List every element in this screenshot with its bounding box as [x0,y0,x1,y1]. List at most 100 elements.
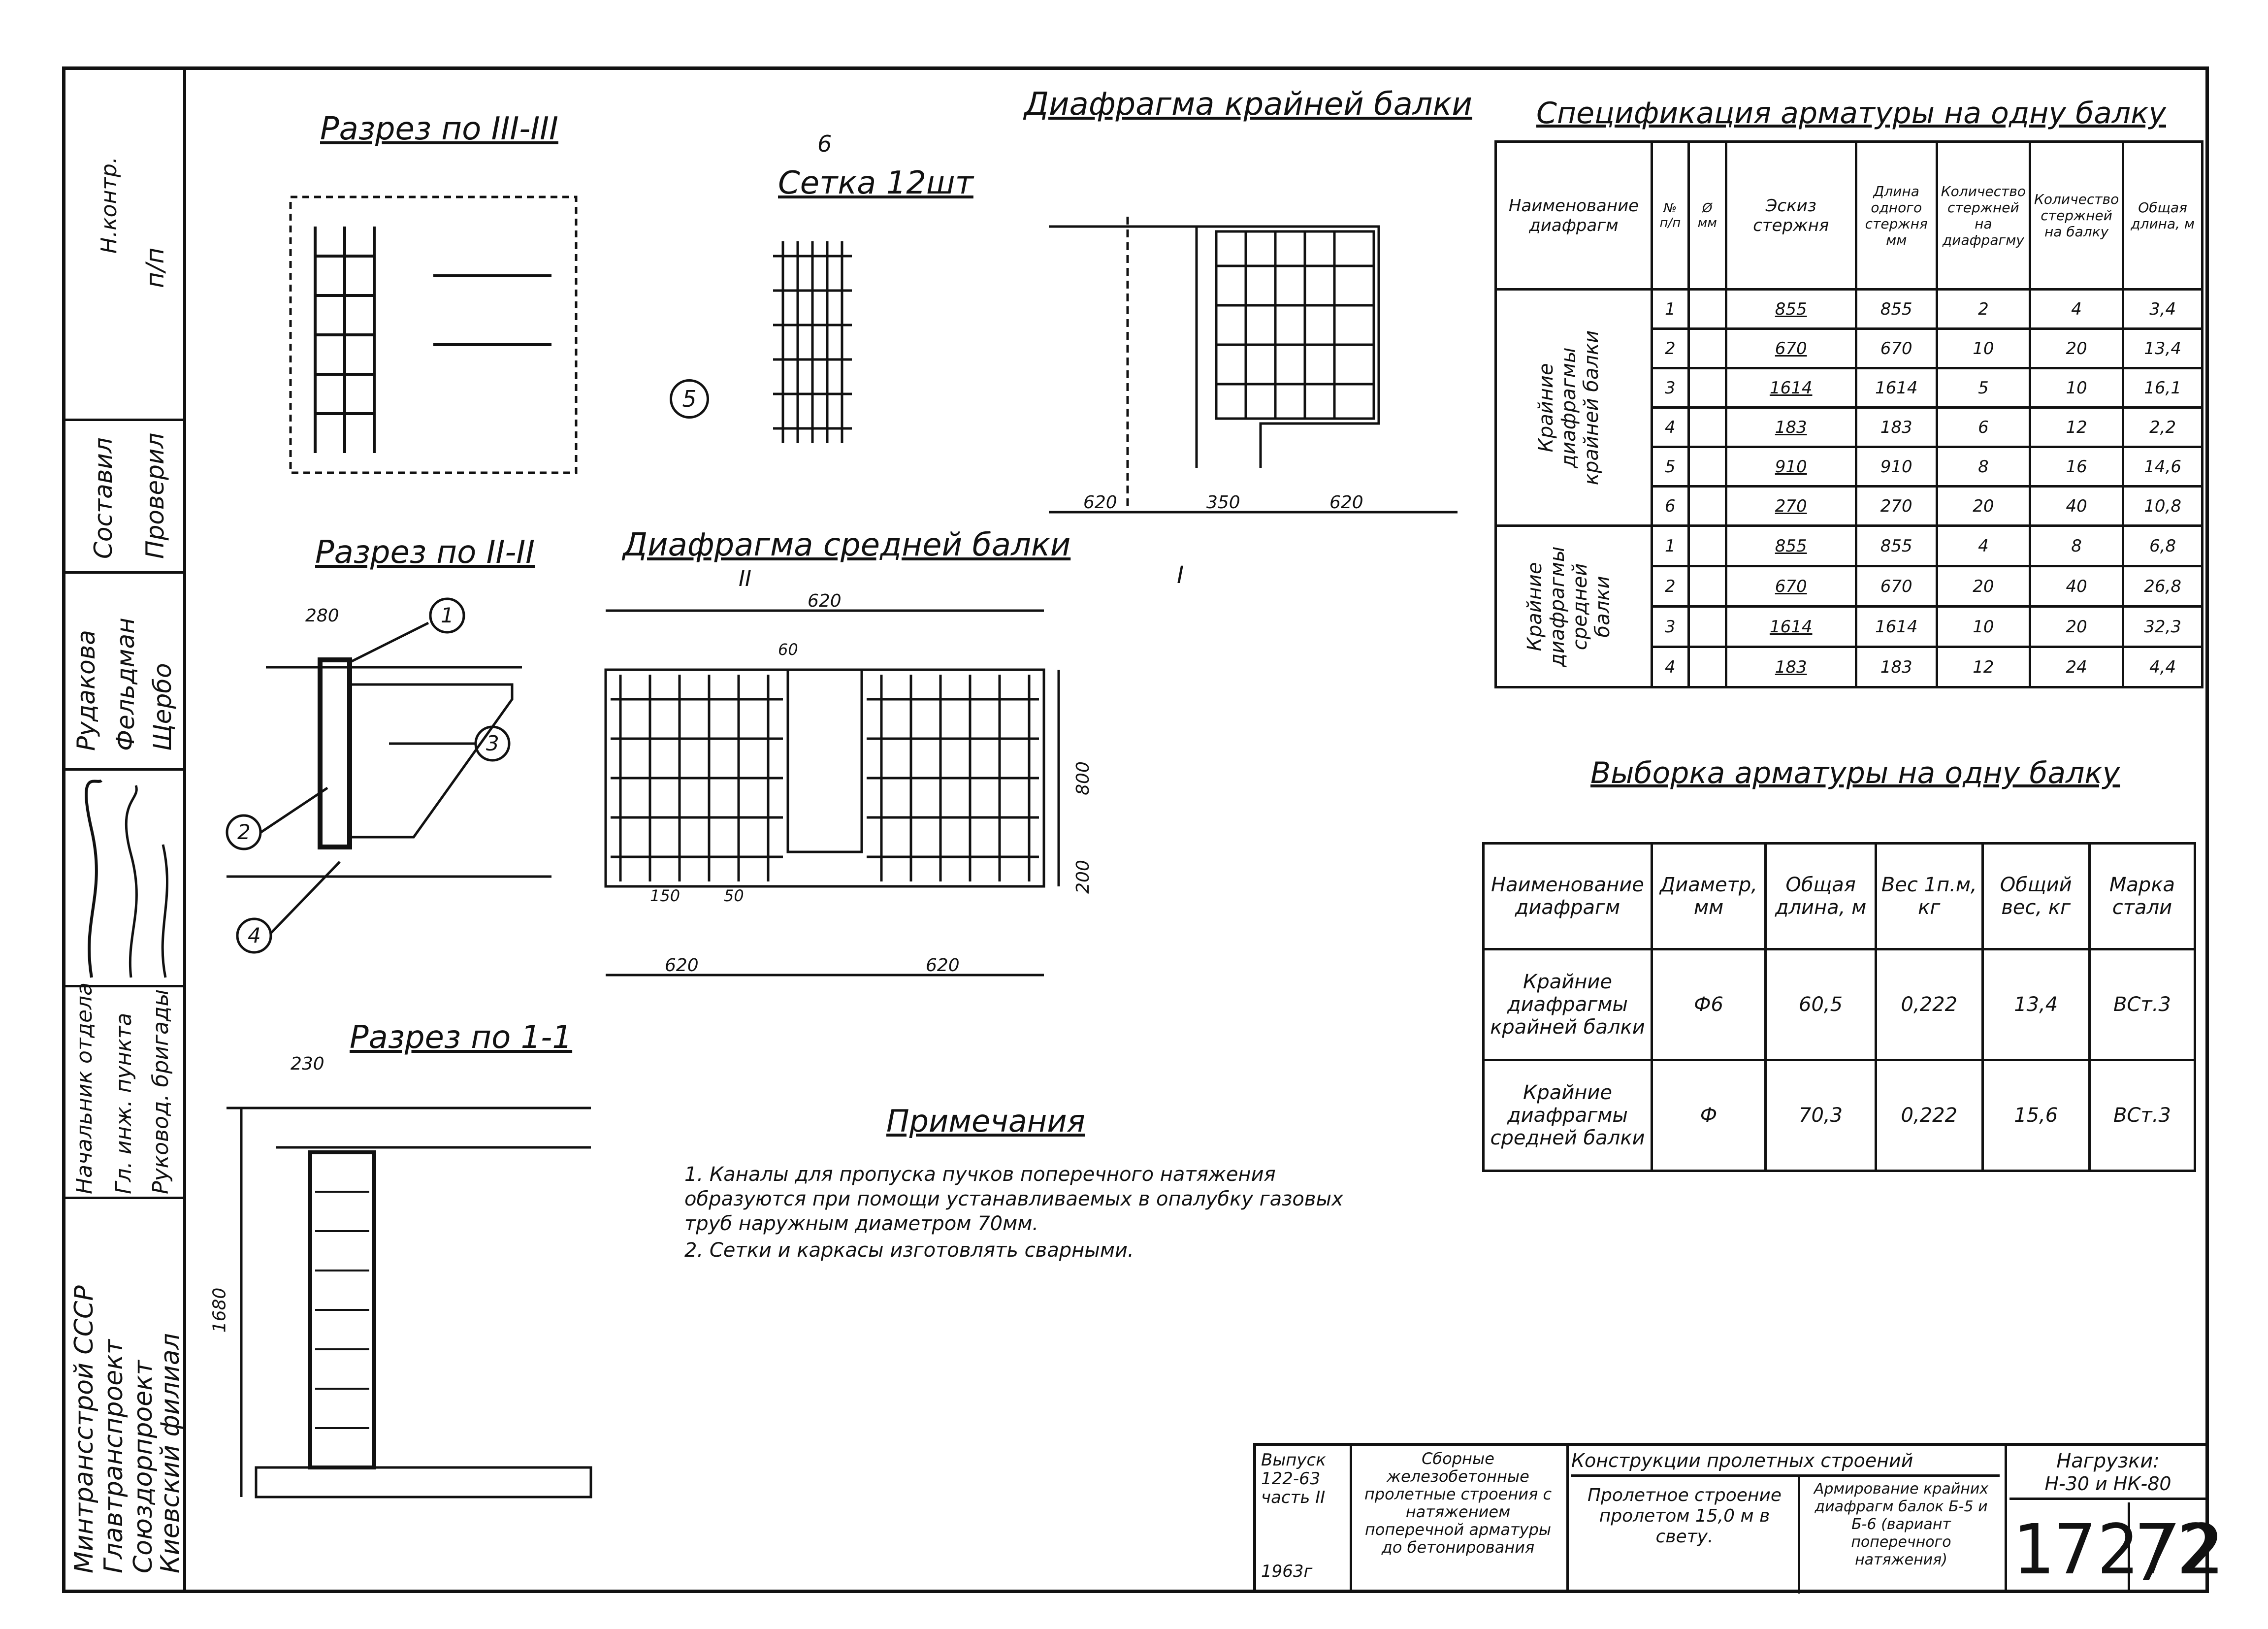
dim-620-e: 620 [926,955,960,976]
spec-cell [1687,485,1727,527]
spec-cell [1687,524,1727,567]
spec-cell: 2 [1935,288,2032,330]
dim-620-a: 620 [1083,492,1117,513]
stamp-code: 172/2 [2012,1510,2225,1590]
spec-cell: 910 [1854,446,1938,488]
spec-cell: 6,8 [2122,524,2203,567]
spec-cell: 910 [1724,446,1857,488]
dim-620-b: 620 [1329,492,1363,513]
title-diaphragm-outer: Диафрагма крайней балки [1024,86,1472,123]
title-spec: Спецификация арматуры на одну балку [1536,96,2166,130]
dim-350-a: 350 [1206,492,1240,513]
spec-cell [1687,565,1727,608]
spec-cell: 1 [1651,288,1690,330]
sel-header-dia: Диаметр, мм [1650,842,1767,950]
spec-cell: 855 [1854,288,1938,330]
sel-cell: ВСт.3 [2088,1059,2197,1172]
signature-cell-signs [62,771,183,987]
spec-cell: 6 [1935,406,2032,448]
spec-header-length: Длина одного стержня мм [1854,140,1938,291]
dim-60: 60 [778,640,798,659]
spec-cell [1687,288,1727,330]
stamp-divider [1798,1475,1800,1594]
stamp-desc2-head: Конструкции пролетных строений [1571,1450,2000,1477]
spec-cell: 20 [1935,565,2032,608]
spec-cell: 26,8 [2122,565,2203,608]
spec-cell: 10 [2028,367,2125,409]
spec-cell: 16,1 [2122,367,2203,409]
note-1: 1. Каналы для пропуска пучков поперечног… [684,1163,1343,1235]
spec-header-name: Наименование диафрагм [1494,140,1653,291]
signature-cell-names: Рудакова Фельдман Щербо [62,574,183,771]
title-notes: Примечания [886,1103,1085,1139]
stamp-desc3: Армирование крайних диафрагм балок Б-5 и… [1814,1480,1989,1568]
spec-cell [1687,646,1727,688]
mesh-marker: 6 [817,130,832,157]
sel-cell: Крайние диафрагмы средней балки [1482,1059,1653,1172]
title-section-1: Разрез по 1-1 [350,1019,573,1056]
stamp-divider [1350,1446,1352,1590]
spec-cell: 40 [2028,485,2125,527]
sel-cell: Ф [1650,1059,1767,1172]
sel-header-length: Общая длина, м [1764,842,1878,950]
sel-cell: Крайние диафрагмы крайней балки [1482,948,1653,1061]
spec-cell: 855 [1854,524,1938,567]
spec-header-dia: Ø мм [1687,140,1727,291]
spec-cell [1687,327,1727,369]
sel-cell: 70,3 [1764,1059,1878,1172]
spec-cell: 12 [1935,646,2032,688]
notes-block: 1. Каналы для пропуска пучков поперечног… [684,1162,1374,1263]
roles-cell: Начальник отдела Гл. инж. пункта Руковод… [62,982,183,1199]
title-mesh: Сетка 12шт [778,165,973,201]
spec-cell: 270 [1724,485,1857,527]
spec-header-qty-d: Количество стержней на диафрагму [1935,140,2032,291]
sel-cell: 60,5 [1764,948,1878,1061]
spec-header-no: № п/п [1651,140,1690,291]
spec-cell: 8 [1935,446,2032,488]
dim-150: 150 [650,886,680,905]
spec-cell: 4 [1651,646,1690,688]
signature-cell-top: Н.контр. п/п [62,66,183,421]
spec-cell: 183 [1724,646,1857,688]
spec-cell: 1614 [1724,605,1857,648]
stamp-loads-head: Нагрузки: [2056,1450,2160,1472]
sel-header-total: Общий вес, кг [1981,842,2091,950]
spec-cell: 3 [1651,605,1690,648]
dim-1680: 1680 [209,1287,230,1333]
spec-cell: 670 [1854,327,1938,369]
spec-cell: 24 [2028,646,2125,688]
spec-cell: 1614 [1724,367,1857,409]
spec-header-qty-b: Количество стержней на балку [2028,140,2125,291]
sel-cell: 0,222 [1875,1059,1984,1172]
dim-200: 200 [1072,860,1093,894]
title-diaphragm-middle: Диафрагма средней балки [623,527,1071,563]
callout-4: 4 [248,923,261,947]
spec-cell: 183 [1854,646,1938,688]
spec-cell: 5 [1935,367,2032,409]
sel-header-weight: Вес 1п.м, кг [1875,842,1984,950]
spec-header-sketch: Эскиз стержня [1724,140,1857,291]
spec-cell: 1 [1651,524,1690,567]
sel-cell: Ф6 [1650,948,1767,1061]
spec-cell: 3 [1651,367,1690,409]
dim-50: 50 [724,886,744,905]
sel-cell: 15,6 [1981,1059,2091,1172]
spec-cell: 4 [1651,406,1690,448]
sel-header-name: Наименование диафрагм [1482,842,1653,950]
note-2: 2. Сетки и каркасы изготовлять сварными. [684,1239,1134,1262]
stamp-divider [2128,1502,2130,1591]
spec-cell [1687,446,1727,488]
sel-cell: 13,4 [1981,948,2091,1061]
sel-cell: 0,222 [1875,948,1984,1061]
spec-cell: 1614 [1854,605,1938,648]
spec-cell: 32,3 [2122,605,2203,648]
spec-group2: Крайние диафрагмы средней балки [1494,524,1653,688]
spec-cell: 20 [2028,327,2125,369]
spec-cell: 2 [1651,327,1690,369]
spec-cell: 2,2 [2122,406,2203,448]
title-section-3: Разрез по III-III [320,111,558,147]
spec-cell: 855 [1724,524,1857,567]
spec-cell: 20 [2028,605,2125,648]
spec-cell: 855 [1724,288,1857,330]
